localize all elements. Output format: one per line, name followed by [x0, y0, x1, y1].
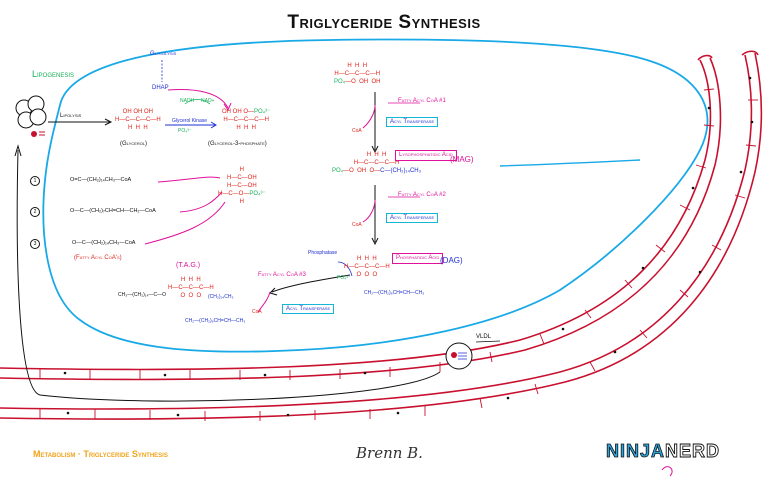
coa-label-2: CoA [352, 222, 362, 228]
adipocyte-cluster [15, 95, 47, 129]
vessel-walls [39, 88, 758, 421]
tag-left-chain: CH₃—(CH₂)₁₄—C—O [118, 292, 166, 298]
fatty-acyl-coa-1-label: Fatty Acyl CoA #1 [398, 98, 446, 104]
footer-caption: Metabolism · Triglyceride Synthesis [33, 449, 168, 459]
fatty-acyl-coas-caption: (Fatty Acyl CoA's) [74, 255, 122, 261]
nadh-label: NADH [180, 98, 195, 104]
po4-label: PO₄³⁻ [178, 128, 192, 134]
fatty-acyl-coa-2-label: Fatty Acyl CoA #2 [398, 192, 446, 198]
dag-label: (DAG) [440, 256, 463, 265]
g3p-caption: (Glycerol-3-phosphate) [208, 141, 267, 147]
coa-label-3: CoA [252, 309, 262, 315]
phosphatase-label: Phosphatase [308, 250, 338, 256]
lysophosphatidic-acid-box: Lysophosphatidic Acid [395, 150, 457, 161]
acyl-transferase-box-2: Acyl Transferase [386, 213, 439, 223]
tag-label: (T.A.G.) [176, 262, 201, 269]
dhap-label: DHAP [152, 85, 169, 91]
vessel-nuclei [63, 76, 754, 417]
logo-nerd: NERD [665, 441, 721, 462]
logo: NINJANERD [606, 441, 720, 462]
fa-formula-1: O=C—(CH₂)₁₄CH₃—CoA [70, 177, 132, 183]
vldl-label: VLDL [476, 334, 492, 340]
mag-label: (MAG) [450, 155, 474, 164]
page-title: Triglyceride Synthesis [287, 12, 481, 33]
hepatocyte-outline [42, 38, 709, 353]
po4-dag-label: PO₄³⁻ [337, 275, 351, 281]
dag-unsat-chain: CH₂—(CH₂)₆CH=CH—CH₃ [364, 290, 425, 296]
glycerol-caption: (Glycerol) [120, 141, 148, 147]
blood-vessel [0, 50, 763, 420]
fa-formula-3: O—C—(CH₂)₁₄CH₃—CoA [72, 240, 136, 246]
lipolysis-label: Lipolysis [60, 113, 82, 119]
fa-formula-2: O—C—(CH₂)₇CH=CH—CH₂—CoA [70, 208, 156, 214]
glycolysis-label: Glycolysis [150, 51, 177, 57]
fatty-acyl-coa-3-label: Fatty Acyl CoA #3 [258, 272, 306, 278]
acyl-transferase-box-1: Acyl Transferase [386, 117, 439, 127]
vldl-particle [445, 342, 473, 370]
phosphatidic-acid-box: Phosphatidic Acid [392, 253, 444, 264]
nad-label: NAD+ [201, 98, 215, 104]
coa-label-1: CoA [352, 128, 362, 134]
fa-num-1: 1 [30, 176, 40, 186]
glycerol-kinase-label: Glycerol Kinase [172, 118, 208, 124]
lipogenesis-label: Lipogenesis [32, 69, 75, 79]
acyl-transferase-box-3: Acyl Transferase [282, 304, 335, 314]
fa-num-2: 2 [30, 207, 40, 217]
logo-ninja: NINJA [606, 441, 666, 462]
tag-right-chain: (CH₂)₁₄CH₃ [208, 294, 234, 300]
signature: Brenn B. [356, 444, 423, 462]
fa-num-3: 3 [30, 239, 40, 249]
tag-unsat-chain: CH₂—(CH₂)₆CH=CH—CH₃ [185, 318, 246, 324]
